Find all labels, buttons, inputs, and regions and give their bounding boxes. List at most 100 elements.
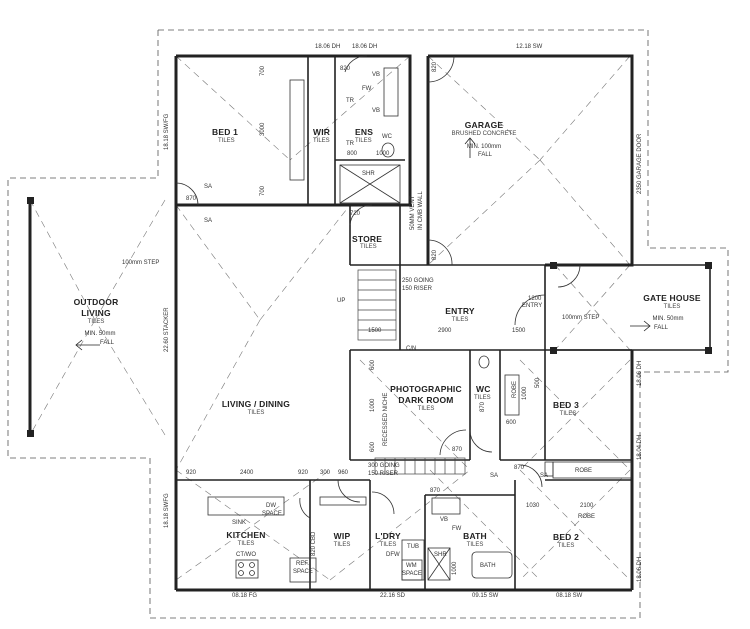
dim-870-wc: 870 — [480, 401, 486, 412]
cn-label: C/N — [406, 346, 417, 352]
outdoor-fall: FALL — [100, 340, 115, 346]
room-living-name: LIVING / DINING — [221, 399, 291, 409]
room-darkroom-name2: DARK ROOM — [398, 395, 454, 405]
external-walls — [28, 54, 634, 592]
vanity-label-1: VB — [372, 72, 381, 78]
bathtub-label: BATH — [480, 563, 496, 569]
vanity-label-3: VB — [440, 517, 449, 523]
room-store-name: STORE — [352, 234, 383, 244]
dim-700-top: 700 — [260, 65, 266, 76]
room-outdoor-name1: OUTDOOR — [73, 297, 119, 307]
dim-920-b: 920 — [298, 470, 309, 476]
smoke-alarm-1: SA — [204, 184, 213, 190]
room-living-finish: TILES — [247, 410, 265, 416]
room-garage-finish: BRUSHED CONCRETE — [451, 131, 517, 137]
stair-going-bottom: 300 GOING — [368, 463, 400, 469]
stair-riser-bottom: 150 RISER — [368, 471, 399, 477]
room-wc-name: WC — [476, 384, 491, 394]
outdoor-fall-min: MIN. 50mm — [84, 331, 116, 337]
dim-870-darkroom: 870 — [452, 447, 463, 453]
robe-label-2: ROBE — [575, 468, 593, 474]
room-store-finish: TILES — [360, 244, 377, 250]
window-tag-right3: 18.04 DH — [637, 434, 643, 460]
room-wir-name: WIR — [313, 127, 331, 137]
dim-820-garage: 820 — [432, 61, 438, 72]
room-wir-finish: TILES — [313, 138, 330, 144]
room-bed1-finish: TILES — [218, 138, 235, 144]
dim-3000: 3000 — [260, 122, 266, 136]
garage-fall: FALL — [478, 152, 493, 158]
room-wip-finish: TILES — [333, 542, 351, 548]
wm-space-label: SPACE — [402, 571, 422, 577]
window-tag-bottom2: 22.16 SD — [380, 593, 406, 599]
cooktop-label: CT/WO — [236, 552, 256, 558]
room-garage-name: GARAGE — [464, 120, 504, 130]
step-label-outdoor: 100mm STEP — [122, 260, 160, 266]
window-tag-left3: 18.18 SWFG — [164, 493, 170, 528]
room-wip-name: WIP — [333, 531, 351, 541]
room-bed3-name: BED 3 — [552, 400, 580, 410]
posts — [27, 197, 712, 437]
window-tag-bottom3: 09.15 SW — [472, 593, 499, 599]
dim-1000-b: 1000 — [370, 398, 376, 412]
dim-870-bath: 870 — [430, 488, 441, 494]
dim-800: 800 — [347, 151, 358, 157]
tub-label: TUB — [407, 544, 419, 550]
smoke-alarm-3: SA — [490, 473, 499, 479]
window-tag-right4: 18.06 DH — [637, 556, 643, 582]
window-tag-right1: 2350 GARAGE DOOR — [637, 133, 643, 194]
door-swings — [175, 55, 581, 519]
dw-label: DW — [266, 503, 276, 509]
room-kitchen-name: KITCHEN — [226, 530, 266, 540]
room-outdoor-name2: LIVING — [81, 308, 111, 318]
floor-waste-label-2: FW — [452, 526, 462, 532]
stair-going-top: 250 GOING — [402, 278, 434, 284]
towel-rail-label-1: TR — [346, 98, 354, 104]
dim-600-b: 600 — [370, 441, 376, 452]
window-tag-top3: 12.18 SW — [516, 44, 543, 50]
dim-600-c: 600 — [506, 420, 517, 426]
room-darkroom-name1: PHOTOGRAPHIC — [390, 384, 462, 394]
room-gatehouse-finish: TILES — [663, 304, 681, 310]
ens-shower-label: SHR — [362, 171, 375, 177]
arrows — [75, 137, 651, 351]
dim-300: 300 — [320, 470, 331, 476]
stair-riser-top: 150 RISER — [402, 286, 433, 292]
window-tag-bottom1: 08.18 FG — [232, 593, 258, 599]
entry-door-label: ENTRY — [522, 303, 543, 309]
dim-720: 720 — [350, 211, 361, 217]
dim-920-a: 920 — [186, 470, 197, 476]
dim-1500-a: 1500 — [368, 328, 382, 334]
roof-outline — [7, 29, 729, 619]
room-gatehouse-name: GATE HOUSE — [643, 293, 701, 303]
cbd-label: 820 CBD — [311, 531, 317, 556]
fridge-space-label: SPACE — [293, 569, 313, 575]
dim-1200: 1200 — [528, 296, 542, 302]
dim-870-bed1: 870 — [186, 196, 197, 202]
dw-space-label: SPACE — [262, 511, 282, 517]
room-ldry-name: L'DRY — [375, 531, 401, 541]
window-tag-left1: 18.18 SW/FG — [164, 113, 170, 150]
step-label-gatehouse: 100mm STEP — [562, 315, 600, 321]
dim-1030: 1030 — [526, 503, 540, 509]
smoke-alarm-4: SA — [540, 473, 549, 479]
dim-1000: 1000 — [376, 151, 390, 157]
wm-label: WM — [406, 563, 417, 569]
room-entry-name: ENTRY — [445, 306, 475, 316]
room-wc-finish: TILES — [474, 395, 491, 401]
room-ldry-finish: TILES — [379, 542, 397, 548]
smoke-alarm-2: SA — [204, 218, 213, 224]
vanity-label-2: VB — [372, 108, 381, 114]
stair-up-label: UP — [337, 298, 346, 304]
fridge-label: REF — [296, 561, 308, 567]
window-tag-bottom4: 08.18 SW — [556, 593, 583, 599]
stairs — [357, 269, 466, 475]
vent-label: 50MM VENT — [410, 195, 416, 230]
dim-600-a: 600 — [370, 359, 376, 370]
recessed-niche-label: RECESSED NICHE — [383, 392, 389, 446]
dim-2900: 2900 — [438, 328, 452, 334]
dim-820-store: 820 — [432, 249, 438, 260]
roof-hips — [29, 55, 631, 581]
room-bed2-finish: TILES — [557, 543, 575, 549]
